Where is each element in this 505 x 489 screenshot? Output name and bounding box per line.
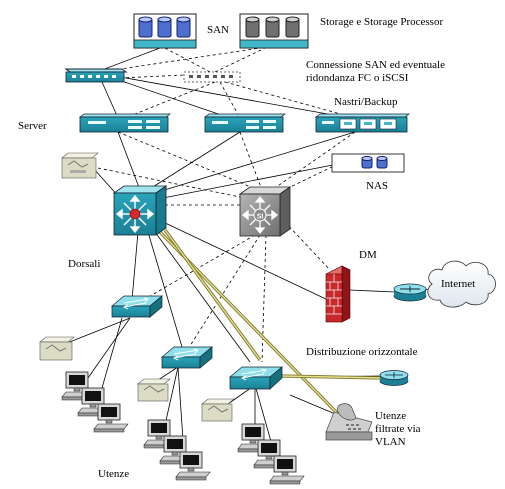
san-switch-2 <box>183 71 241 83</box>
nas-label: NAS <box>366 180 389 192</box>
core-switch-main <box>112 185 168 236</box>
backbone-label: Dorsali <box>68 258 101 270</box>
workstation-icon <box>175 451 211 481</box>
disk-array-icon <box>245 16 300 38</box>
server-1 <box>78 113 172 133</box>
server-2 <box>203 113 287 133</box>
storage-array-1 <box>133 13 197 49</box>
connection-label-line2: ridondanza FC o iSCSI <box>306 72 409 84</box>
san-switch-1 <box>64 68 128 83</box>
printer-icon <box>137 378 171 402</box>
connection-label-line1: Connessione SAN ed eventuale <box>306 59 445 71</box>
workstation-icon <box>269 455 305 485</box>
distribution-switch-1 <box>111 295 163 318</box>
disk-array-icon <box>138 16 191 38</box>
vlan-users-label-line3: VLAN <box>375 436 406 448</box>
dm-label: DM <box>359 249 377 261</box>
workstation-icon <box>93 403 129 433</box>
core-switch-secondary: SI <box>238 186 292 237</box>
internet-cloud-icon <box>427 260 496 308</box>
san-label: SAN <box>207 24 230 36</box>
tape-backup-server <box>314 113 411 133</box>
nas-device <box>331 153 405 173</box>
router-icon <box>393 283 427 302</box>
vlan-users-label-line1: Utenze <box>375 410 407 422</box>
backup-label: Nastri/Backup <box>334 96 398 108</box>
distribution-switch-3 <box>229 366 283 390</box>
vlan-link <box>158 229 383 418</box>
distribution-switch-2 <box>161 346 213 369</box>
printer-icon <box>61 152 99 179</box>
workstation-group-2 <box>143 419 211 481</box>
printer-icon <box>39 336 75 361</box>
internet-label: Internet <box>441 278 476 290</box>
core-switch-mark: SI <box>257 214 264 221</box>
ip-phone-icon <box>325 403 373 441</box>
vlan-users-label-line2: filtrate via <box>375 423 421 435</box>
storage-array-2 <box>239 13 309 49</box>
users-label: Utenze <box>98 468 130 480</box>
storage-label: Storage e Storage Processor <box>320 16 444 28</box>
firewall-icon <box>325 265 351 323</box>
workstation-group-3 <box>237 423 305 485</box>
distribution-router-icon <box>379 370 409 386</box>
workstation-icon <box>77 387 113 417</box>
horizontal-distribution-label: Distribuzione orizzontale <box>306 346 418 358</box>
server-label: Server <box>18 120 47 132</box>
workstation-group-1 <box>61 371 129 433</box>
printer-icon <box>201 398 235 422</box>
